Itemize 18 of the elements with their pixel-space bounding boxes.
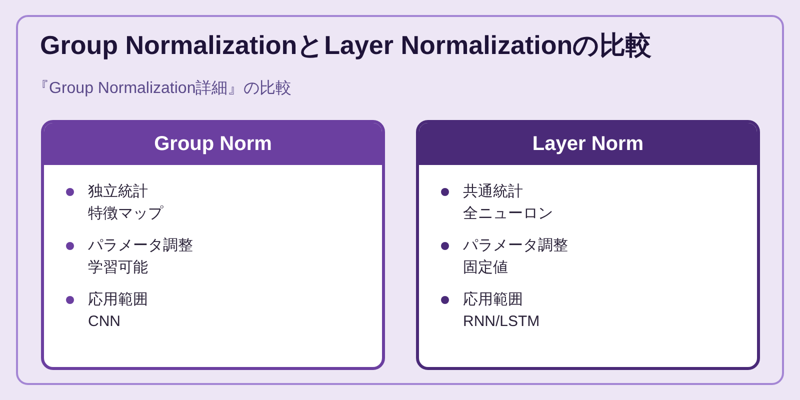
list-item-text: 応用範囲 <box>463 290 523 310</box>
list-item-text: 共通統計 <box>463 182 523 202</box>
comparison-card <box>416 120 760 370</box>
card-header: Group Norm <box>44 123 382 165</box>
list-item-value: 学習可能 <box>88 258 148 278</box>
list-item-text: 独立統計 <box>88 182 148 202</box>
list-item-text: パラメータ調整 <box>88 236 193 256</box>
list-item-value: 全ニューロン <box>463 204 553 224</box>
list-item-text: パラメータ調整 <box>463 236 568 256</box>
card-header: Layer Norm <box>419 123 757 165</box>
title: Group NormalizationとLayer Normalizationの比較 <box>40 29 652 62</box>
list-item-value: CNN <box>88 312 120 332</box>
list-item-value: 特徴マップ <box>88 204 163 224</box>
list-item-value: RNN/LSTM <box>463 312 540 332</box>
list-item-text: 応用範囲 <box>88 290 148 310</box>
comparison-card <box>41 120 385 370</box>
subtitle: 『Group Normalization詳細』の比較 <box>33 79 292 99</box>
list-item-value: 固定値 <box>463 258 508 278</box>
